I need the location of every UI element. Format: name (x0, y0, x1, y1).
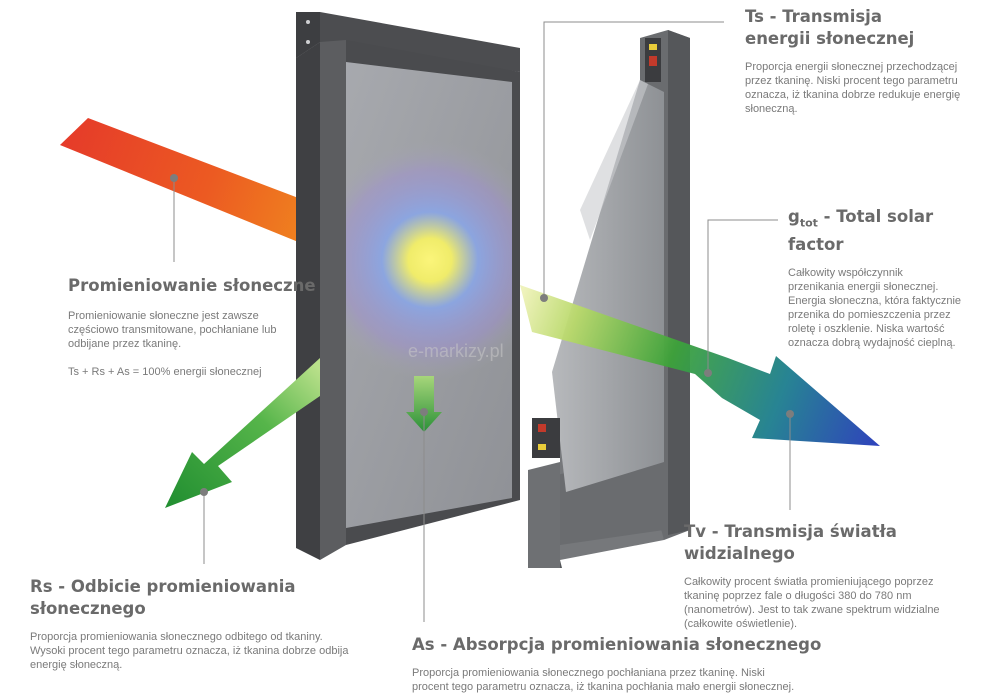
transmitted-ray (520, 285, 880, 446)
gtot-description: Całkowity współczynnik przenikania energ… (788, 267, 962, 350)
watermark: e-markizy.pl (408, 341, 504, 361)
ts-title: Ts - Transmisja energii słonecznej (745, 7, 915, 48)
incoming-ray (60, 118, 330, 250)
rs-title: Rs - Odbicie promieniowania słonecznego (30, 577, 296, 618)
as-title: As - Absorpcja promieniowania słoneczneg… (412, 635, 822, 654)
rs-description: Proporcja promieniowania słonecznego odb… (30, 631, 349, 671)
leader-dots (170, 174, 794, 496)
gtot-title: gtot - Total solar factor (788, 207, 934, 255)
label-gtot: gtot - Total solar factor Całkowity wspó… (788, 206, 993, 350)
label-solar-radiation: Promieniowanie słoneczne Promieniowanie … (68, 275, 328, 379)
label-as: As - Absorpcja promieniowania słoneczneg… (412, 634, 832, 694)
solar-title: Promieniowanie słoneczne (68, 276, 316, 295)
solar-description: Promieniowanie słoneczne jest zawsze czę… (68, 310, 277, 378)
tv-description: Całkowity procent światła promieniująceg… (684, 576, 940, 630)
label-rs: Rs - Odbicie promieniowania słonecznego … (30, 576, 400, 672)
label-tv: Tv - Transmisja światła widzialnego Całk… (684, 521, 984, 631)
window-frame (528, 30, 690, 568)
roller-blind (296, 12, 520, 560)
as-description: Proporcja promieniowania słonecznego poc… (412, 667, 795, 693)
ts-description: Proporcja energii słonecznej przechodząc… (745, 61, 961, 115)
leader-lines (173, 21, 791, 622)
absorbed-ray (406, 376, 442, 432)
tv-title: Tv - Transmisja światła widzialnego (684, 522, 897, 563)
reflected-ray (165, 358, 320, 508)
label-ts: Ts - Transmisja energii słonecznej Propo… (745, 6, 985, 116)
